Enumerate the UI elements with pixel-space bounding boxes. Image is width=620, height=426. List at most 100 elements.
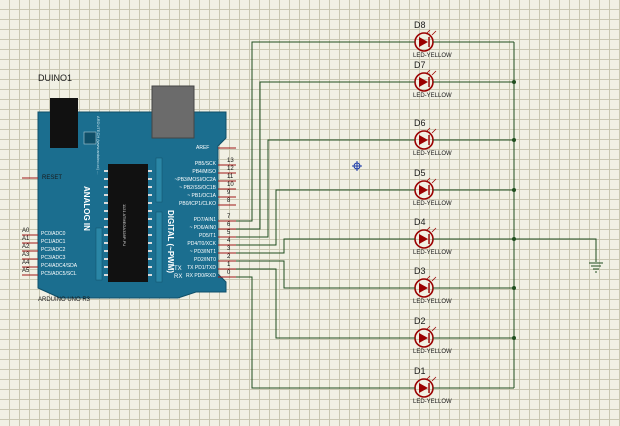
light-ray-icon bbox=[425, 275, 437, 282]
analog-pin-name: A5 bbox=[22, 268, 30, 274]
analog-pin-name: A2 bbox=[22, 244, 30, 250]
led-part-type: LED-YELLOW bbox=[413, 201, 452, 207]
analog-pin-name: A4 bbox=[22, 260, 30, 266]
light-ray-icon bbox=[425, 127, 437, 134]
digital-pin-function: PD2/INT0 bbox=[194, 257, 216, 263]
analog-pin-function: PC3/ADC3 bbox=[41, 255, 66, 261]
digital-pin-function: ~ PB2/SS/OC1B bbox=[179, 185, 216, 191]
digital-pin-number: 13 bbox=[227, 158, 234, 164]
digital-pin-number: 12 bbox=[227, 166, 234, 172]
wire-pin6-d7[interactable] bbox=[236, 81, 412, 230]
digital-pin-number: 11 bbox=[227, 174, 234, 180]
led-d4[interactable] bbox=[412, 226, 437, 249]
digital-pin-number: 0 bbox=[227, 270, 231, 276]
junction-dot bbox=[512, 286, 516, 290]
led-designator: D4 bbox=[414, 217, 426, 227]
analog-pin-name: A0 bbox=[22, 228, 30, 234]
wire-pin0-d1[interactable] bbox=[236, 276, 412, 389]
junctions bbox=[512, 80, 516, 340]
digital-pin-function: PB5/SCK bbox=[194, 161, 216, 167]
diode-arrow-icon bbox=[419, 77, 428, 87]
analog-pin-function: PC4/ADC4/SDA bbox=[41, 263, 78, 269]
led-designator: D3 bbox=[414, 266, 426, 276]
wire-pin3-d4[interactable] bbox=[236, 238, 412, 254]
junction-dot bbox=[512, 188, 516, 192]
digital-pin-number: 4 bbox=[227, 238, 231, 244]
light-ray-icon bbox=[425, 226, 437, 233]
junction-dot bbox=[512, 138, 516, 142]
digital-header-label: DIGITAL (~PWM) bbox=[166, 210, 175, 274]
digital-pin-number: 9 bbox=[227, 190, 231, 196]
digital-pin-number: 6 bbox=[227, 222, 231, 228]
led-designator: D7 bbox=[414, 60, 426, 70]
led-part-type: LED-YELLOW bbox=[413, 250, 452, 256]
wire-pin7-d8[interactable] bbox=[236, 41, 412, 222]
analog-pin-function: PC1/ADC1 bbox=[41, 239, 66, 245]
led-d7[interactable] bbox=[412, 69, 437, 92]
digital-pin-function: PD5/T1 bbox=[199, 233, 216, 239]
board-model-label: ARDUINO UNO R3 bbox=[38, 297, 91, 303]
led-part-type: LED-YELLOW bbox=[413, 299, 452, 305]
junction-dot bbox=[512, 336, 516, 340]
led-d3[interactable] bbox=[412, 275, 437, 298]
digital-pin-function: PD7/AIN1 bbox=[193, 217, 216, 223]
led-d1[interactable] bbox=[412, 375, 437, 398]
led-d6[interactable] bbox=[412, 127, 437, 150]
usb-connector bbox=[151, 85, 195, 139]
tx-label: TX bbox=[174, 266, 182, 272]
wire-pin2-d3[interactable] bbox=[236, 260, 412, 289]
diode-arrow-icon bbox=[419, 383, 428, 393]
wire-pin5-d6[interactable] bbox=[236, 139, 412, 238]
digital-pin-function: ~ PD3/INT1 bbox=[189, 249, 216, 255]
diode-arrow-icon bbox=[419, 234, 428, 244]
analog-pin-function: PC0/ADC0 bbox=[41, 231, 66, 237]
wire-pin4-d5[interactable] bbox=[236, 189, 412, 246]
led-designator: D1 bbox=[414, 366, 426, 376]
reset-label: RESET bbox=[42, 175, 63, 181]
led-designator: D6 bbox=[414, 118, 426, 128]
led-part-type: LED-YELLOW bbox=[413, 399, 452, 405]
digital-header-low bbox=[155, 211, 163, 283]
digital-pin-function: ~ PD6/AIN0 bbox=[189, 225, 216, 231]
led-d5[interactable] bbox=[412, 177, 437, 200]
led-designator: D2 bbox=[414, 316, 426, 326]
diode-arrow-icon bbox=[419, 333, 428, 343]
wire-pin1-d2[interactable] bbox=[236, 268, 412, 339]
wire-bus-ground[interactable] bbox=[514, 238, 597, 262]
digital-pin-function: RX PD0/RXD bbox=[185, 273, 216, 279]
light-ray-icon bbox=[425, 69, 437, 76]
digital-pin-number: 7 bbox=[227, 214, 231, 220]
led-part-type: LED-YELLOW bbox=[413, 151, 452, 157]
digital-pin-function: PB0/ICP1/CLKO bbox=[179, 201, 216, 207]
digital-pin-function: PD4/T0/XCK bbox=[187, 241, 216, 247]
digital-pin-lines bbox=[218, 164, 236, 278]
arduino-board[interactable] bbox=[37, 85, 227, 299]
digital-pin-number: 2 bbox=[227, 254, 231, 260]
reset-button[interactable] bbox=[83, 131, 97, 145]
led-d2[interactable] bbox=[412, 325, 437, 348]
aref-label: AREF bbox=[196, 145, 210, 151]
power-jack bbox=[50, 98, 78, 148]
led-part-type: LED-YELLOW bbox=[413, 53, 452, 59]
diode-arrow-icon bbox=[419, 37, 428, 47]
analog-pin-lines bbox=[22, 234, 38, 276]
analog-header bbox=[95, 227, 103, 281]
atmega-chip bbox=[108, 164, 148, 282]
chip-label: 1121 ATMEGA328P-PU bbox=[122, 204, 127, 247]
brand-text: ARDUTECH (www.arduino.cc) ... bbox=[96, 116, 101, 175]
digital-pin-function: ~PB3/MOSI/OC2A bbox=[174, 177, 216, 183]
diode-arrow-icon bbox=[419, 283, 428, 293]
analog-pin-function: PC2/ADC2 bbox=[41, 247, 66, 253]
diode-arrow-icon bbox=[419, 185, 428, 195]
led-d8[interactable] bbox=[412, 29, 437, 52]
analog-pin-name: A1 bbox=[22, 236, 30, 242]
digital-pin-function: ~ PB1/OC1A bbox=[187, 193, 216, 199]
wires bbox=[236, 41, 597, 389]
ground-icon[interactable] bbox=[589, 262, 603, 273]
junction-dot bbox=[512, 80, 516, 84]
rx-label: RX bbox=[174, 274, 183, 280]
led-part-type: LED-YELLOW bbox=[413, 93, 452, 99]
digital-pin-number: 1 bbox=[227, 262, 231, 268]
analog-in-header-label: ANALOG IN bbox=[82, 186, 91, 231]
